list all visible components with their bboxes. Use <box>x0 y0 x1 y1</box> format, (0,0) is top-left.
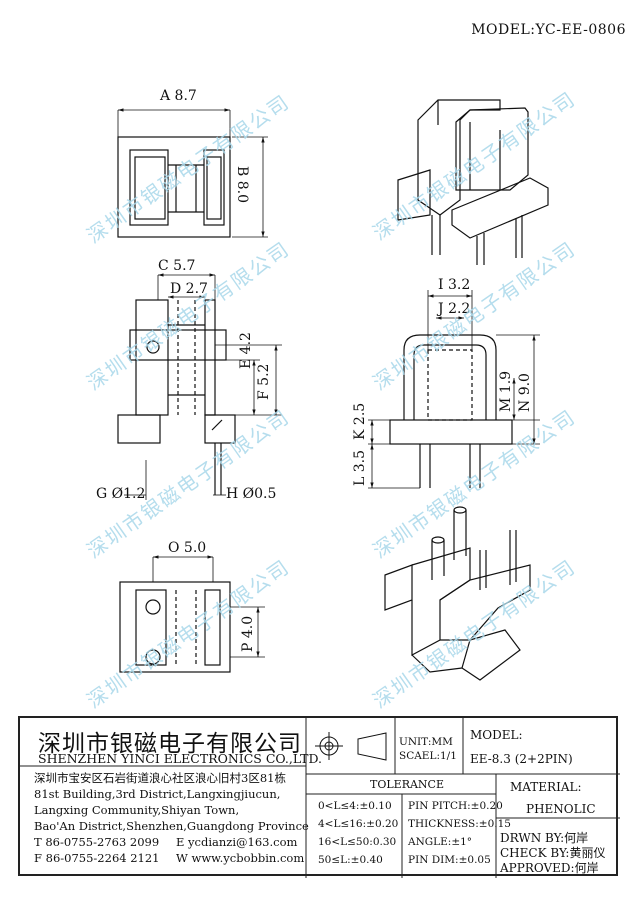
material-value: PHENOLIC <box>526 802 596 816</box>
address-line: Langxing Community,Shiyan Town, <box>34 803 240 817</box>
dim-G: G Ø1.2 <box>96 486 146 502</box>
tolerance-row: 50≤L:±0.40 <box>318 854 383 866</box>
approved-by: APPROVED:何岸 <box>500 861 599 875</box>
title-block-grid <box>20 718 620 878</box>
address-line: 81st Building,3rd District,Langxingjiucu… <box>34 787 281 801</box>
projection-symbol <box>315 732 387 761</box>
tolerance-row: ANGLE:±1° <box>408 836 473 848</box>
isometric-view-bottom <box>384 506 531 681</box>
dim-J: J 2.2 <box>438 301 471 317</box>
front-view <box>117 273 282 500</box>
email: E ycdianzi@163.com <box>176 835 298 849</box>
dim-A: A 8.7 <box>160 88 197 104</box>
side-view <box>368 290 540 489</box>
dim-N: N 9.0 <box>517 373 533 412</box>
dim-P: P 4.0 <box>240 615 256 652</box>
dim-M: M 1.9 <box>498 370 514 412</box>
dim-K: K 2.5 <box>352 402 368 440</box>
phone: T 86-0755-2763 2099 <box>34 835 160 849</box>
bottom-view <box>119 555 265 673</box>
model-value: EE-8.3 (2+2PIN) <box>470 752 573 766</box>
tolerance-row: 4<L≤16:±0.20 <box>318 818 399 830</box>
model-number-header: MODEL:YC-EE-0806 <box>471 22 626 38</box>
dim-O: O 5.0 <box>168 540 207 556</box>
title-block: 深圳市银磁电子有限公司 SHENZHEN YINCI ELECTRONICS C… <box>18 716 620 878</box>
top-view <box>117 108 268 238</box>
address-line: Bao'An District,Shenzhen,Guangdong Provi… <box>34 819 309 833</box>
material-label: MATERIAL: <box>510 780 582 794</box>
dim-C: C 5.7 <box>158 258 196 274</box>
tolerance-row: PIN PITCH:±0.20 <box>408 800 503 812</box>
fax: F 86-0755-2264 2121 <box>34 851 160 865</box>
dim-L: L 3.5 <box>352 449 368 486</box>
isometric-view-top <box>397 99 549 265</box>
dim-D: D 2.7 <box>170 281 208 297</box>
dim-E: E 4.2 <box>238 332 254 369</box>
tolerance-row: 16<L≤50:0.30 <box>318 836 397 848</box>
model-label: MODEL: <box>470 728 523 742</box>
dim-B: B 8.0 <box>234 166 250 204</box>
tolerance-row: 0<L≤4:±0.10 <box>318 800 392 812</box>
scale: SCAEL:1/1 <box>399 750 457 762</box>
tolerance-row: THICKNESS:±0.15 <box>408 818 511 830</box>
dim-H: H Ø0.5 <box>226 486 277 502</box>
address-cn: 深圳市宝安区石岩街道浪心社区浪心旧村3区81栋 <box>34 771 286 785</box>
company-name-cn: 深圳市银磁电子有限公司 <box>38 731 302 757</box>
unit: UNIT:MM <box>399 736 453 748</box>
website: W www.ycbobbin.com <box>176 851 305 865</box>
drawn-by: DRWN BY:何岸 <box>500 831 589 845</box>
company-name-en: SHENZHEN YINCI ELECTRONICS CO.,LTD. <box>38 751 323 766</box>
dim-F: F 5.2 <box>256 363 272 400</box>
tolerance-title: TOLERANCE <box>370 778 444 791</box>
tolerance-row: PIN DIM:±0.05 <box>408 854 491 866</box>
dim-I: I 3.2 <box>438 277 471 293</box>
checked-by: CHECK BY:黄丽仪 <box>500 846 606 860</box>
